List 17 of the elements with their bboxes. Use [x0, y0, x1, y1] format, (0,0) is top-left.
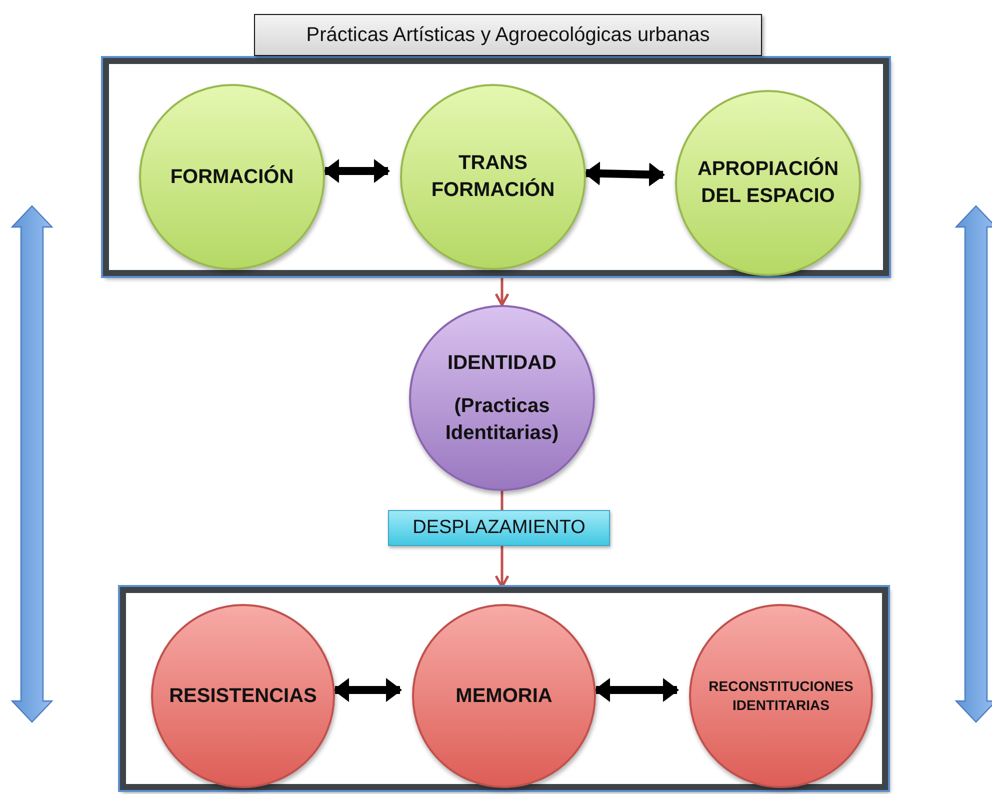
group-frame: [103, 58, 889, 276]
arrow: [584, 161, 666, 187]
arrow: [323, 159, 390, 183]
circle-text: FORMACIÓN: [170, 164, 294, 190]
group-frame: [120, 587, 888, 790]
circle-text: MEMORIA: [456, 684, 552, 708]
circle-text: IDENTIDAD: [448, 350, 556, 376]
circle-text: TRANS FORMACIÓN: [430, 151, 556, 203]
circle-text: APROPIACIÓN DEL ESPACIO: [696, 156, 840, 209]
arrow: [494, 276, 510, 306]
circle-text: (Practicas Identitarias): [444, 394, 560, 446]
arrow: [333, 678, 402, 702]
arrow: [594, 678, 679, 702]
edge-label: DESPLAZAMIENTO: [388, 510, 610, 546]
title-box: Prácticas Artísticas y Agroecológicas urbanas: [254, 14, 762, 56]
circle-text: RECONSTITUCIONES IDENTITARIAS: [708, 677, 854, 715]
circle-text: RESISTENCIAS: [169, 684, 317, 708]
